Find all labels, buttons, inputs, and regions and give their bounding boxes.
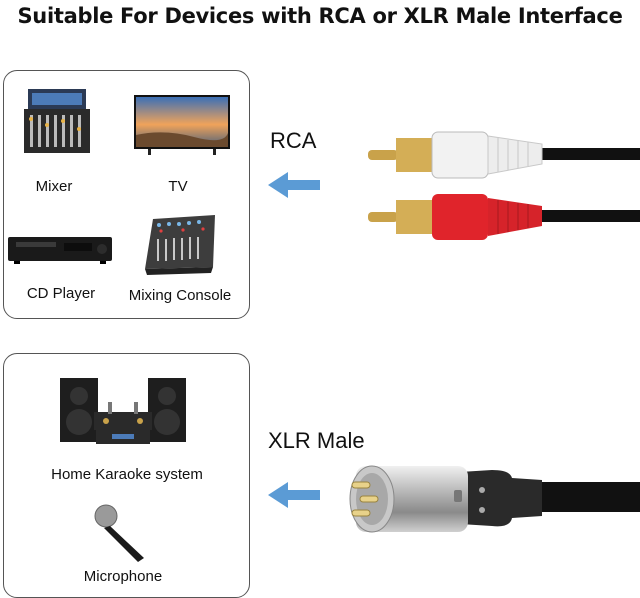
device-label-mixing-console: Mixing Console [128,287,232,304]
karaoke-system-icon [60,378,186,444]
left-arrow-icon [268,482,320,508]
xlr-plug-icon [349,465,640,533]
xlr-tag: XLR Male [268,428,365,453]
rca-tag: RCA [270,128,317,153]
device-label-microphone: Microphone [83,568,163,585]
left-arrow-icon [268,172,320,198]
rca-devices-panel: Mixer TV CD Player Mixing Console [3,70,250,319]
tv-icon [134,95,230,155]
cd-player-icon [8,237,112,264]
microphone-icon [94,504,144,562]
device-label-karaoke-system: Home Karaoke system [51,466,203,483]
page-title: Suitable For Devices with RCA or XLR Mal… [17,4,623,28]
device-label-mixer: Mixer [35,178,73,195]
rca-plugs-icon [368,131,640,240]
xlr-devices-panel: Home Karaoke system Microphone [3,353,250,598]
mixing-console-icon [145,215,215,275]
device-label-cd-player: CD Player [26,285,96,302]
mixer-icon [24,89,90,153]
device-label-tv: TV [168,178,188,195]
